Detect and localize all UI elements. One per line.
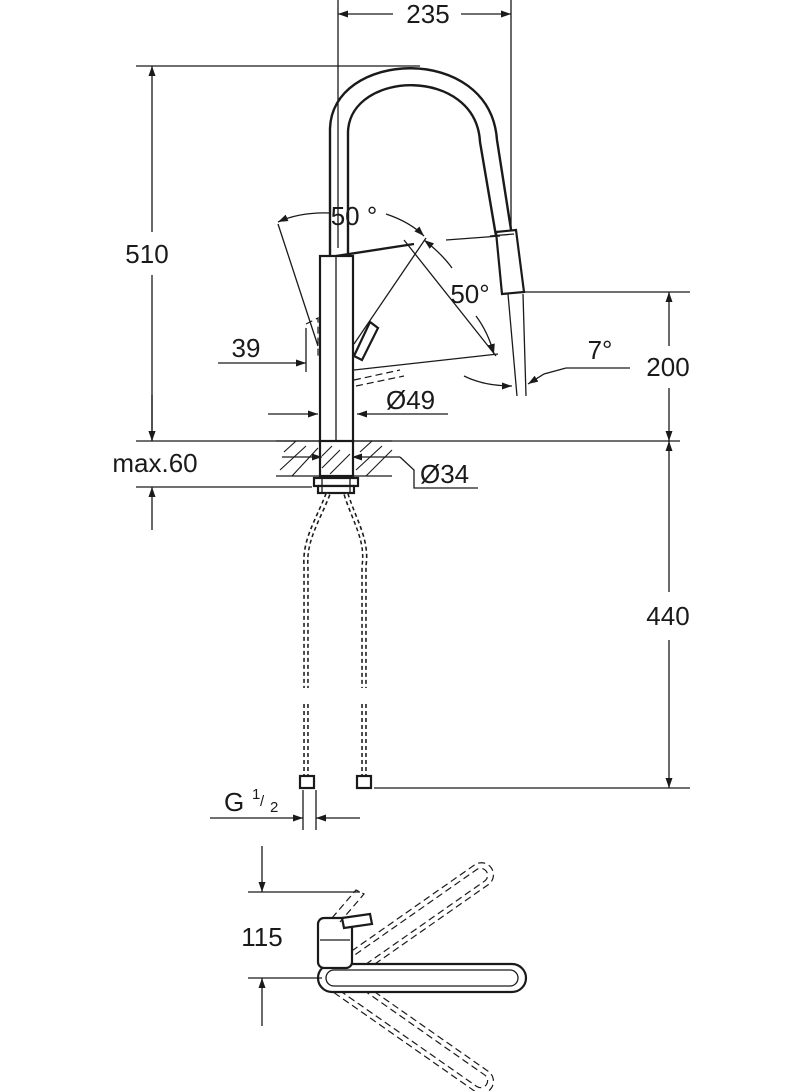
dimension-label-thread-main: G xyxy=(224,787,244,817)
dimension-thread: G 1 / 2 xyxy=(210,786,360,830)
dimension-angle-tilt: 7° xyxy=(463,293,630,397)
dimension-label-hose-length: 440 xyxy=(646,601,689,631)
dimension-label-angle-tilt: 7° xyxy=(588,335,613,365)
dimension-label-counter-thickness: max.60 xyxy=(112,448,197,478)
dimension-angle-spout: 50° xyxy=(353,239,499,371)
countertop-section xyxy=(276,439,393,495)
dimension-height-spout: 200 xyxy=(524,291,690,441)
dimension-angle-lever: 50 ° xyxy=(277,201,427,347)
supply-hoses xyxy=(298,493,373,790)
dimension-width-top: 235 xyxy=(337,0,512,248)
dimension-label-plan-offset: 115 xyxy=(241,922,282,952)
faucet-side-view xyxy=(305,67,526,444)
dimension-counter-thickness: max.60 xyxy=(112,395,312,530)
dimension-plan-offset: 115 xyxy=(241,846,360,1026)
dimension-label-thread-den: 2 xyxy=(270,799,278,816)
faucet-plan-view xyxy=(316,862,528,1091)
dimension-label-angle-lever: 50 ° xyxy=(331,201,378,231)
dimension-label-lever-offset: 39 xyxy=(232,333,261,363)
dimension-label-thread-num: 1 xyxy=(252,786,260,803)
dimension-hose-length: 440 xyxy=(374,441,690,789)
dimension-hole-diameter: Ø34 xyxy=(282,453,478,489)
dimension-height-total: 510 xyxy=(125,65,680,442)
dimension-label-height-spout: 200 xyxy=(646,352,689,382)
dimension-label-height-total: 510 xyxy=(125,239,168,269)
dimension-lever-offset: 39 xyxy=(218,328,307,372)
dimension-label-base-diameter: Ø49 xyxy=(386,385,435,415)
dimension-label-angle-spout: 50° xyxy=(450,279,489,309)
dimension-label-hole-diameter: Ø34 xyxy=(420,459,469,489)
dimension-base-diameter: Ø49 xyxy=(268,385,448,418)
dimension-label-thread-slash: / xyxy=(260,793,265,810)
dimension-label-width-top: 235 xyxy=(406,0,449,29)
